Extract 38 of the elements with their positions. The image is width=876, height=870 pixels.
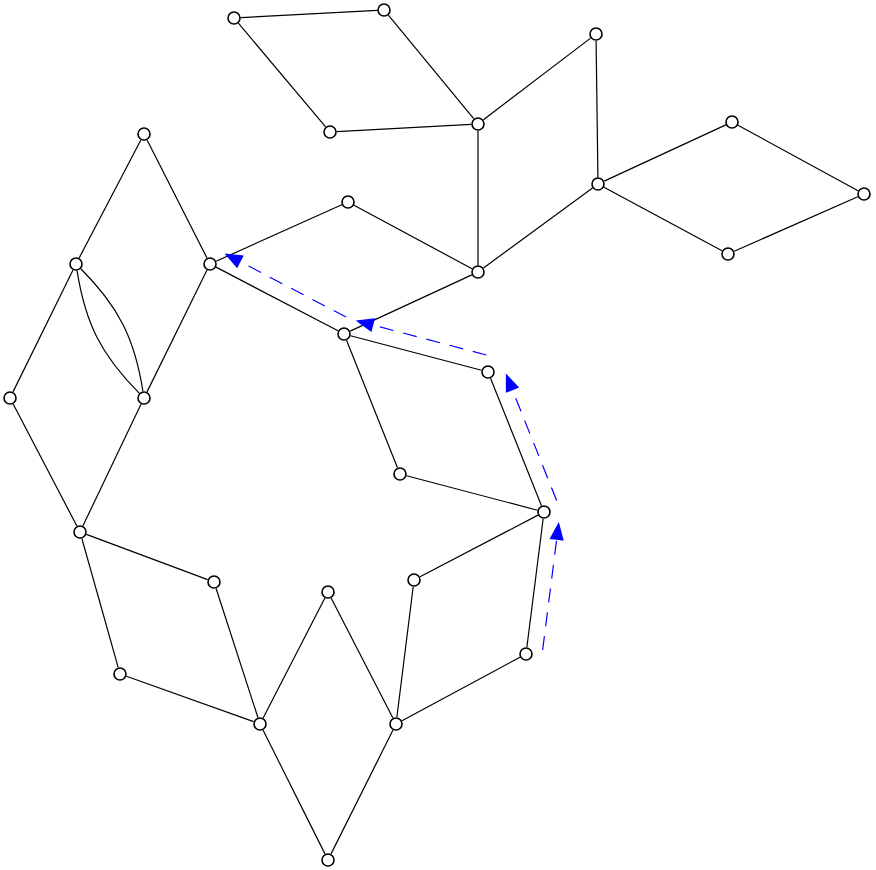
graph-edge bbox=[477, 130, 479, 266]
graph-edge bbox=[215, 204, 343, 262]
graph-edge bbox=[262, 729, 326, 855]
graph-edge bbox=[603, 124, 727, 182]
graph-edge bbox=[353, 204, 473, 270]
graph-edge bbox=[349, 274, 473, 332]
graph-edge bbox=[482, 187, 594, 269]
graph-edge bbox=[336, 123, 472, 133]
graph-edge bbox=[262, 597, 326, 719]
graph-edge bbox=[237, 22, 327, 128]
graph-edge bbox=[345, 339, 399, 469]
graph-edge bbox=[406, 475, 539, 511]
graph-edge bbox=[82, 403, 142, 527]
graph-edge bbox=[526, 518, 544, 648]
graph-edge bbox=[396, 586, 414, 718]
graph-edge bbox=[146, 269, 208, 393]
graph-edge bbox=[387, 14, 475, 120]
graph-edge bbox=[125, 675, 255, 723]
graph-edge bbox=[215, 587, 259, 719]
graph-edge bbox=[737, 124, 859, 192]
graph-edge bbox=[12, 403, 78, 527]
graph-edge bbox=[215, 266, 339, 332]
graph-edge bbox=[401, 656, 521, 722]
graph-edge bbox=[733, 196, 859, 252]
graph-edge bbox=[240, 9, 378, 19]
graph-edge bbox=[81, 537, 119, 668]
graph-edge bbox=[595, 40, 599, 178]
graph-edge bbox=[146, 139, 208, 259]
graph-edge bbox=[330, 729, 394, 855]
graph-edge bbox=[78, 139, 142, 259]
graph-edge bbox=[603, 186, 723, 252]
graph-edge bbox=[12, 269, 74, 393]
graph-edge bbox=[349, 335, 483, 371]
graph-edge bbox=[482, 37, 592, 121]
graph-edge bbox=[419, 514, 539, 578]
graph-edge bbox=[85, 533, 209, 581]
graph-edge bbox=[489, 377, 543, 507]
graph-edge bbox=[330, 597, 394, 719]
